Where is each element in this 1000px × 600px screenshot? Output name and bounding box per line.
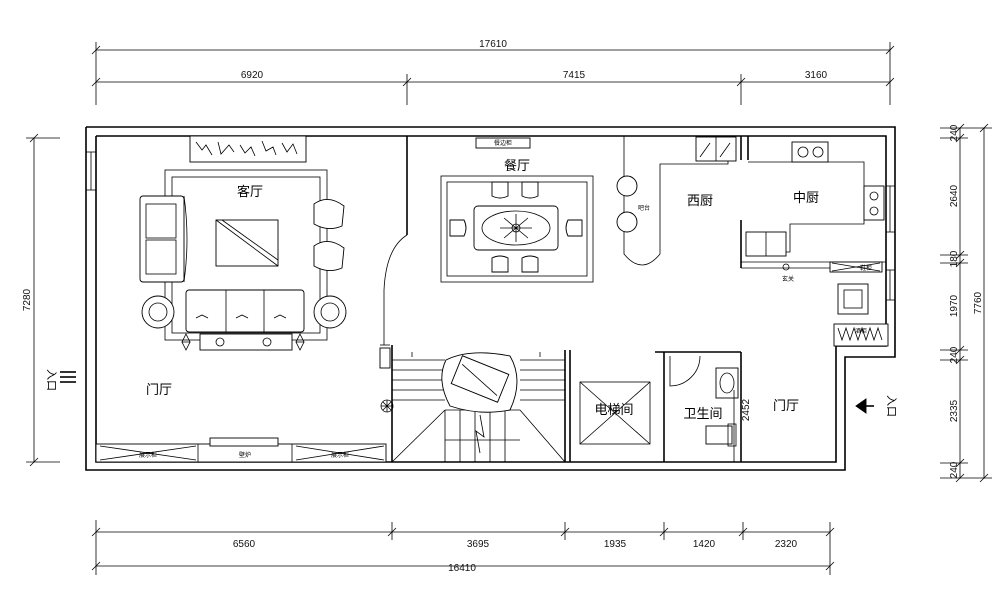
- display-cabinet-left-label: 展示柜: [139, 451, 157, 459]
- chinese-kitchen-fixtures: [745, 141, 885, 273]
- dim-right-seg-5: 240: [949, 346, 960, 363]
- dim-bottom-seg-3: 1935: [604, 539, 627, 550]
- entry-mark-label: 玄关: [782, 275, 794, 283]
- dim-top-total: 17610: [479, 39, 507, 50]
- bottom-dimension-lines: [91, 520, 835, 575]
- dim-right-seg-1: 240: [949, 124, 960, 141]
- dim-right-seg-2: 2640: [949, 184, 960, 207]
- right-dimension-lines: [940, 123, 992, 483]
- room-living-label: 客厅: [237, 184, 263, 200]
- shoe-cabinet-label: 鞋柜: [860, 264, 872, 272]
- entrance-left-label: 入口: [45, 369, 58, 391]
- entrance-right-label: 入口: [885, 395, 898, 417]
- room-elevator-label: 电梯间: [594, 403, 633, 418]
- room-dining-label: 餐厅: [504, 158, 530, 174]
- dining-room-furniture: [440, 137, 594, 283]
- bathroom-fixtures: [669, 355, 739, 462]
- western-kitchen-fixtures: [616, 136, 737, 266]
- room-foyer-left-label: 门厅: [146, 383, 172, 398]
- room-western-kitchen-label: 西厨: [687, 194, 713, 209]
- living-room-furniture: [95, 135, 394, 463]
- dim-right-seg-6: 2335: [949, 399, 960, 422]
- dim-top-seg-3: 3160: [805, 70, 828, 81]
- dim-bottom-seg-2: 3695: [467, 539, 490, 550]
- left-dimension-lines: [26, 133, 60, 467]
- wine-cabinet-label: 酒柜: [855, 327, 867, 335]
- dim-top-seg-2: 7415: [563, 70, 586, 81]
- room-bathroom-label: 卫生间: [683, 407, 722, 422]
- dim-top-seg-1: 6920: [241, 70, 264, 81]
- bar-counter-label: 吧台: [638, 204, 650, 212]
- entrance-right-arrow-icon: [855, 398, 874, 414]
- entrance-left-arrow-icon: [60, 371, 76, 383]
- display-cabinet-right-label: 展示柜: [331, 451, 349, 459]
- dim-bottom-seg-4: 1420: [693, 539, 716, 550]
- room-chinese-kitchen-label: 中厨: [793, 191, 819, 206]
- inner-walls: [379, 136, 886, 462]
- elevator: [579, 381, 651, 445]
- dim-stair-bath: 2452: [741, 398, 752, 421]
- dim-right-seg-3: 180: [949, 250, 960, 267]
- dim-bottom-total: 16410: [448, 563, 476, 574]
- room-foyer-right-label: 门厅: [773, 399, 799, 414]
- sideboard-label: 餐边柜: [494, 139, 512, 147]
- dim-bottom-seg-5: 2320: [775, 539, 798, 550]
- top-dimension-lines: [91, 42, 895, 105]
- fireplace-label: 壁炉: [239, 451, 251, 459]
- staircase: [391, 352, 566, 463]
- dim-right-total: 7760: [973, 291, 984, 314]
- dim-right-seg-7: 240: [949, 461, 960, 478]
- dim-left-total: 7280: [22, 288, 33, 311]
- dim-bottom-seg-1: 6560: [233, 539, 256, 550]
- dim-right-seg-4: 1970: [949, 294, 960, 317]
- right-foyer-fixtures: [833, 283, 889, 347]
